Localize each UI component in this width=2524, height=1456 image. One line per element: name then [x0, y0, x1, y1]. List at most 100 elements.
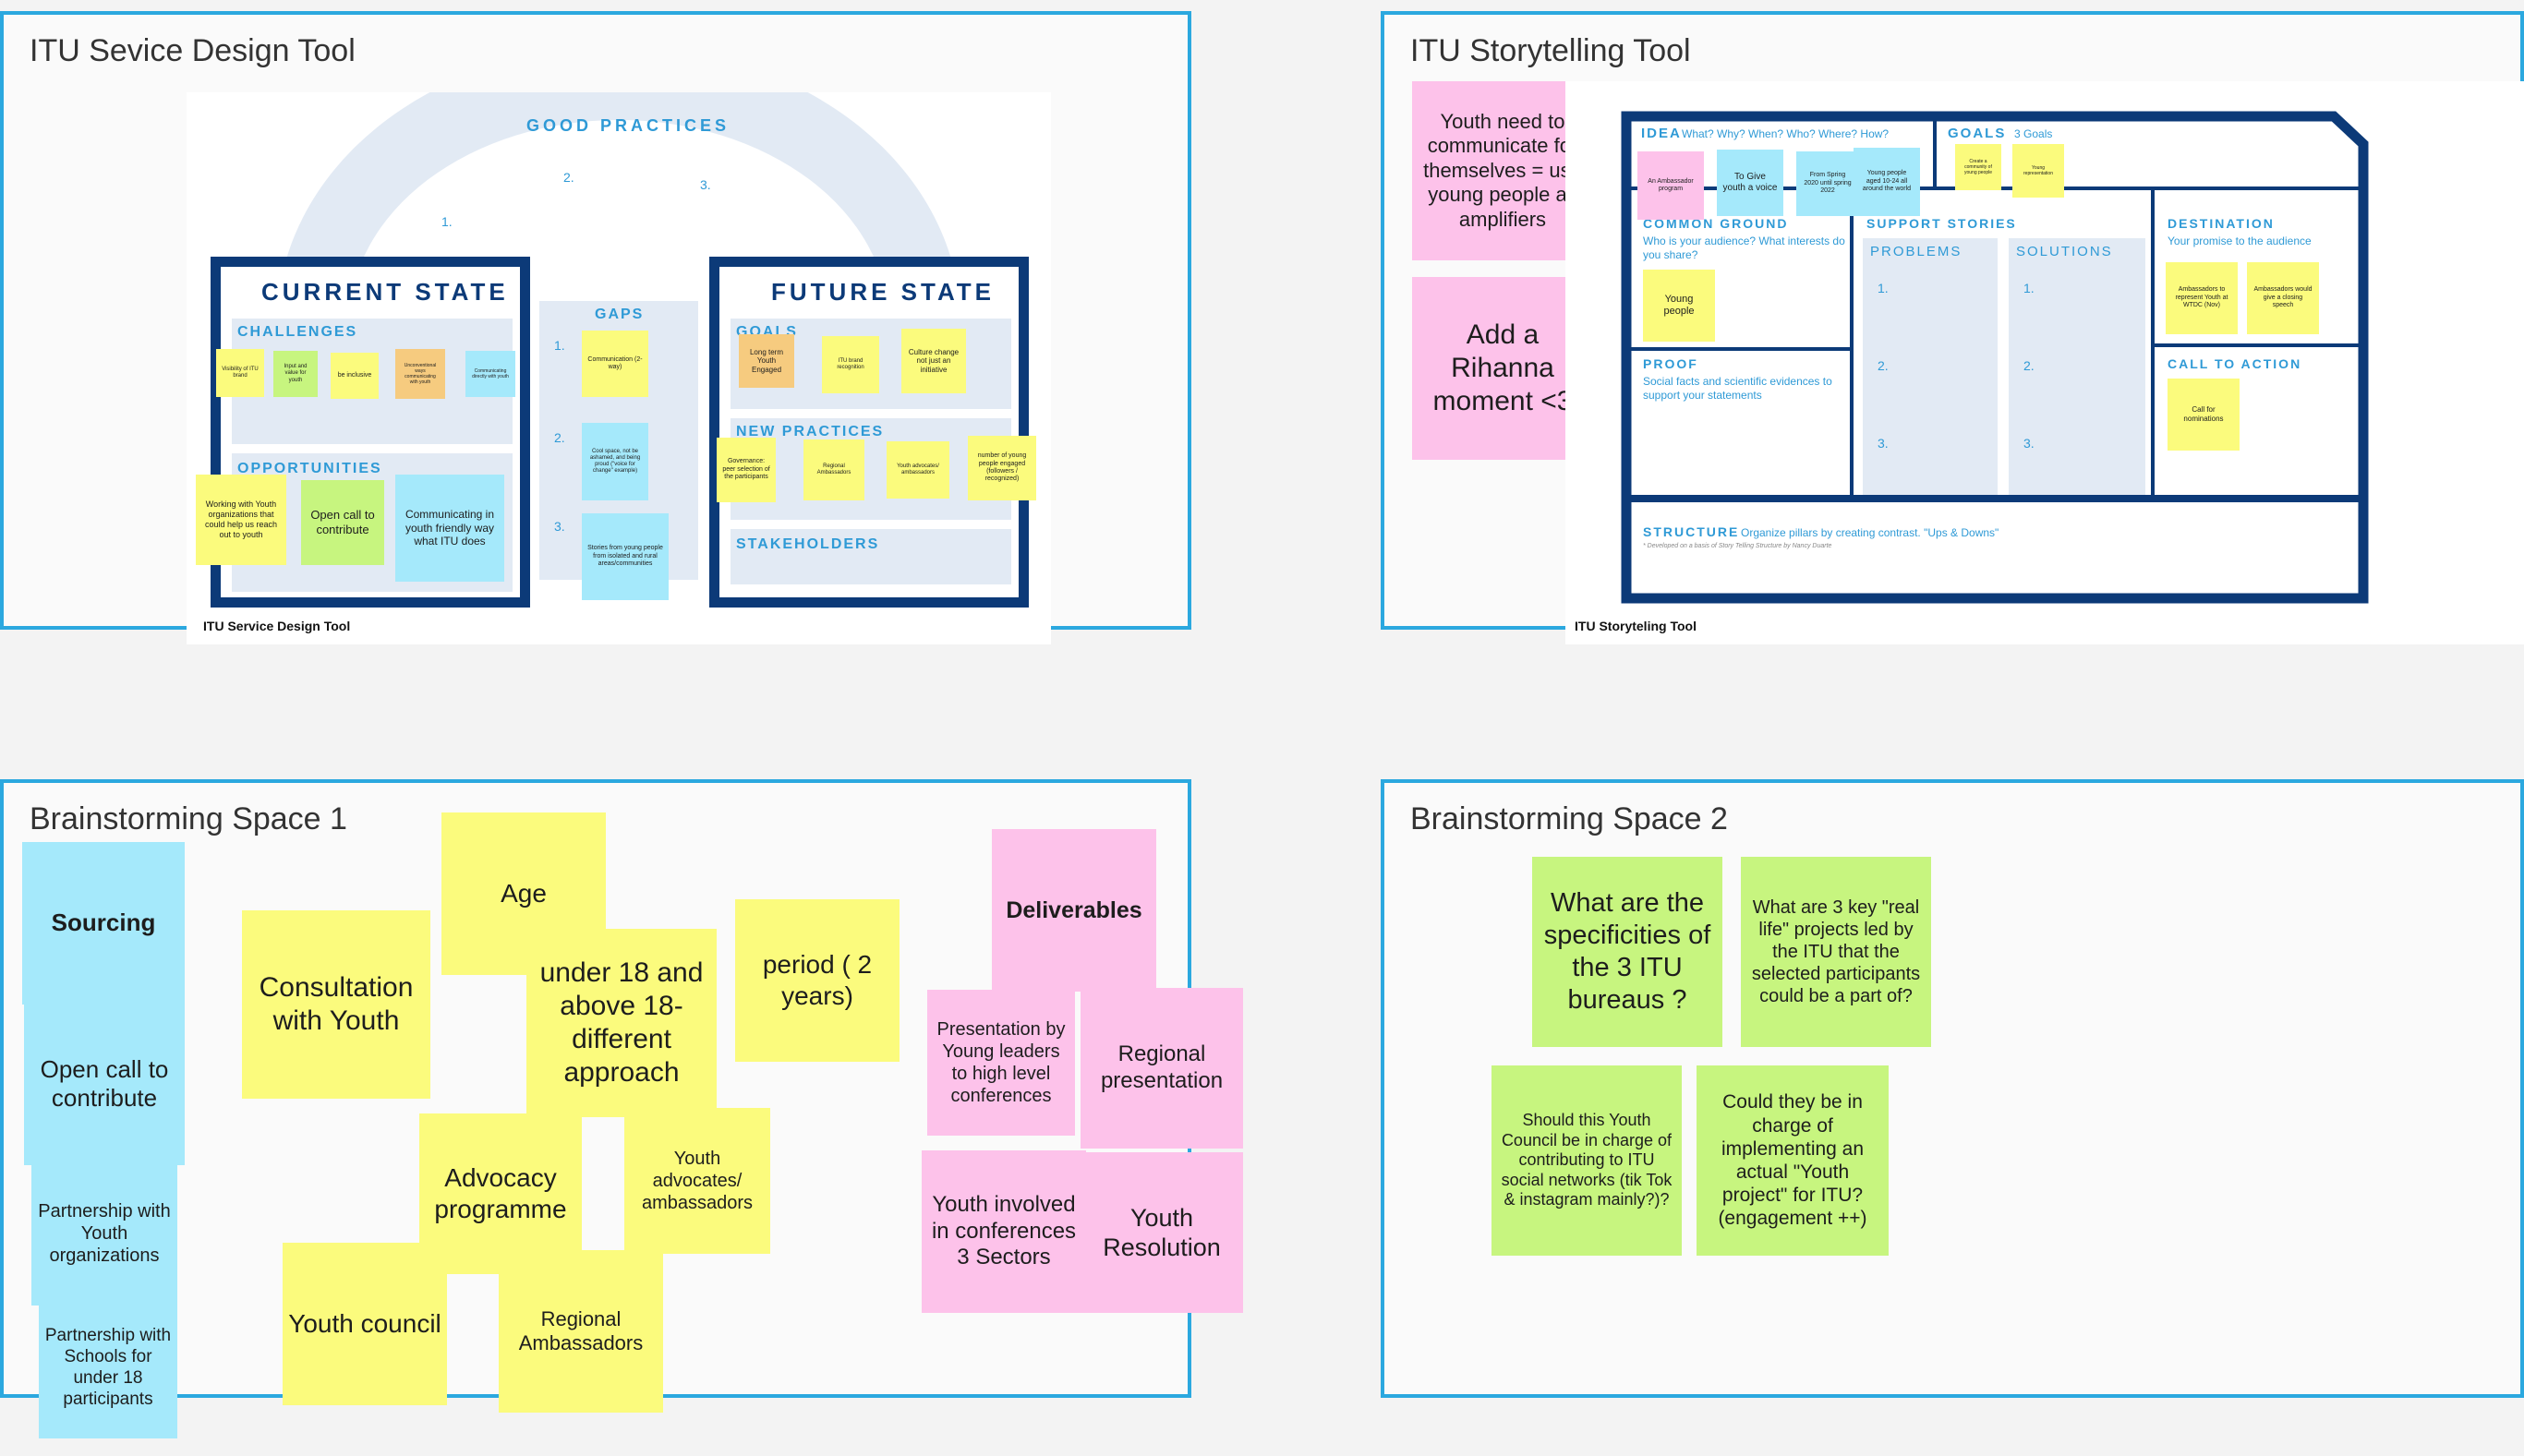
sticky-note[interactable]: Culture change not just an initiative — [901, 329, 966, 393]
frame-storytelling[interactable]: ITU Storytelling Tool Youth need to comm… — [1381, 11, 2524, 644]
gaps-label: GAPS — [595, 307, 645, 322]
solutions-label: SOLUTIONS — [2016, 244, 2113, 259]
arc-number-2: 2. — [563, 170, 574, 185]
sticky-note[interactable]: Create a community of young people — [1955, 144, 2001, 190]
sticky-note[interactable]: Open call to contribute — [24, 1003, 185, 1165]
solutions-column — [2009, 238, 2145, 495]
sticky-note[interactable]: From Spring 2020 until spring 2022 — [1796, 151, 1859, 216]
sticky-note[interactable]: Input and value for youth — [273, 351, 318, 397]
sticky-note[interactable]: Unconventional ways communicating with y… — [395, 349, 445, 399]
sticky-note[interactable]: What are 3 key "real life" projects led … — [1741, 857, 1931, 1047]
destination-label: DESTINATION — [2168, 216, 2275, 231]
gap-number-2: 2. — [554, 430, 565, 445]
sticky-note[interactable]: Youth involved in conferences 3 Sectors — [922, 1150, 1086, 1313]
sticky-note[interactable]: Young people aged 10-24 all around the w… — [1854, 148, 1920, 216]
gap-number-1: 1. — [554, 338, 565, 353]
sticky-note[interactable]: Regional Ambassadors — [803, 439, 864, 500]
call-to-action-label: CALL TO ACTION — [2168, 356, 2302, 371]
sticky-note[interactable]: Add a Rihanna moment <3 — [1412, 277, 1593, 460]
gap-number-3: 3. — [554, 519, 565, 534]
proof-subtitle: Social facts and scientific evidences to… — [1643, 375, 1832, 402]
current-state-title: CURRENT STATE — [261, 278, 509, 306]
proof-label: PROOF — [1643, 356, 1698, 371]
sticky-note[interactable]: Call for nominations — [2168, 379, 2240, 451]
arc-number-1: 1. — [441, 214, 453, 229]
good-practices-title: GOOD PRACTICES — [526, 116, 731, 135]
sticky-note[interactable]: Ambassadors would give a closing speech — [2247, 262, 2319, 334]
opportunities-label: OPPORTUNITIES — [237, 461, 382, 476]
sticky-note[interactable]: Stories from young people from isolated … — [582, 513, 669, 600]
sticky-note[interactable]: Open call to contribute — [301, 480, 384, 565]
sticky-note[interactable]: ITU brand recognition — [822, 336, 879, 393]
sticky-note[interactable]: under 18 and above 18- different approac… — [526, 929, 717, 1117]
sticky-note[interactable]: Youth Resolution — [1081, 1152, 1243, 1313]
sticky-note[interactable]: Visibility of ITU brand — [216, 349, 264, 397]
sticky-note[interactable]: Consultation with Youth — [242, 910, 430, 1099]
sticky-note[interactable]: Ambassadors to represent Youth at WTDC (… — [2166, 262, 2238, 334]
sticky-note[interactable]: What are the specificities of the 3 ITU … — [1532, 857, 1722, 1047]
sticky-note[interactable]: be inclusive — [331, 353, 379, 399]
sticky-note[interactable]: Youth advocates/ ambassadors — [624, 1108, 770, 1254]
goals-label: GOALS — [1948, 126, 2007, 141]
destination-subtitle: Your promise to the audience — [2168, 235, 2312, 247]
arc-number-3: 3. — [700, 177, 711, 192]
service-design-board[interactable]: GOOD PRACTICES 1. 2. 3. CURRENT STATE CH… — [187, 92, 1051, 644]
new-practices-label: NEW PRACTICES — [736, 424, 885, 439]
board-caption: ITU Storyteling Tool — [1575, 619, 1697, 633]
idea-label: IDEA — [1641, 126, 1682, 141]
sticky-note[interactable]: Youth council — [283, 1243, 447, 1405]
sticky-note[interactable]: Deliverables — [992, 829, 1156, 992]
sticky-note[interactable]: Sourcing — [22, 842, 185, 1005]
sticky-note[interactable]: Should this Youth Council be in charge o… — [1491, 1065, 1682, 1256]
goals-subtitle: 3 Goals — [2014, 127, 2053, 140]
sticky-note[interactable]: An Ambassador program — [1637, 151, 1704, 220]
challenges-label: CHALLENGES — [237, 324, 358, 340]
frame-title: Brainstorming Space 1 — [30, 801, 347, 836]
frame-title: ITU Storytelling Tool — [1410, 33, 1691, 68]
problem-number-3: 3. — [1878, 436, 1889, 451]
structure-label: STRUCTURE — [1643, 524, 1740, 539]
support-stories-label: SUPPORT STORIES — [1866, 216, 2017, 231]
storytelling-board[interactable]: IDEA What? Why? When? Who? Where? How? G… — [1565, 81, 2524, 644]
stakeholders-section — [731, 529, 1011, 584]
solution-number-2: 2. — [2023, 358, 2035, 373]
problem-number-1: 1. — [1878, 281, 1889, 295]
frame-brainstorm-1[interactable]: Brainstorming Space 1 Sourcing Open call… — [0, 779, 1243, 1438]
sticky-note[interactable]: Cool space, not be ashamed, and being pr… — [582, 423, 648, 500]
sticky-note[interactable]: period ( 2 years) — [735, 899, 900, 1062]
sticky-note[interactable]: Youth advocates/ ambassadors — [887, 441, 949, 499]
structure-subtitle: Organize pillars by creating contrast. "… — [1741, 526, 1999, 539]
sticky-note[interactable]: number of young people engaged (follower… — [968, 436, 1036, 500]
structure-credit: * Developed on a basis of Story Telling … — [1643, 543, 1832, 549]
sticky-note[interactable]: Regional presentation — [1081, 988, 1243, 1149]
sticky-note[interactable]: Partnership with Schools for under 18 pa… — [39, 1298, 177, 1438]
sticky-note[interactable]: Long term Youth Engaged — [739, 334, 794, 388]
future-state-panel[interactable]: FUTURE STATE GOALS NEW PRACTICES STAKEHO… — [709, 257, 1029, 608]
sticky-note[interactable]: Presentation by Young leaders to high le… — [927, 990, 1075, 1136]
frame-brainstorm-2[interactable]: Brainstorming Space 2 What are the speci… — [1381, 779, 2524, 1398]
sticky-note[interactable]: Regional Ambassadors — [499, 1250, 663, 1413]
sticky-note[interactable]: Young representation — [2012, 144, 2064, 198]
sticky-note[interactable]: Communication (2-way) — [582, 331, 648, 397]
problems-label: PROBLEMS — [1870, 244, 1962, 259]
sticky-note[interactable]: Partnership with Youth organizations — [31, 1161, 177, 1306]
sticky-note[interactable]: Working with Youth organizations that co… — [196, 475, 286, 565]
sticky-note[interactable]: Young people — [1643, 270, 1715, 342]
frame-title: Brainstorming Space 2 — [1410, 801, 1728, 836]
frame-service-design[interactable]: ITU Sevice Design Tool GOOD PRACTICES 1.… — [0, 11, 1191, 644]
solution-number-3: 3. — [2023, 436, 2035, 451]
sticky-note[interactable]: Communicating in youth friendly way what… — [395, 475, 504, 582]
sticky-note[interactable]: Youth need to communicate for themselves… — [1412, 81, 1593, 260]
solution-number-1: 1. — [2023, 281, 2035, 295]
new-practices-section — [731, 418, 1011, 520]
sticky-note[interactable]: Communicating directly with youth — [465, 351, 515, 397]
sticky-note[interactable]: Governance: peer selection of the partic… — [717, 438, 776, 502]
common-ground-label: COMMON GROUND — [1643, 216, 1789, 231]
sticky-note[interactable]: Could they be in charge of implementing … — [1697, 1065, 1889, 1256]
board-caption: ITU Service Design Tool — [203, 619, 351, 633]
common-ground-subtitle: Who is your audience? What interests do … — [1643, 235, 1845, 261]
frame-title: ITU Sevice Design Tool — [30, 33, 356, 68]
sticky-note[interactable]: To Give youth a voice — [1717, 150, 1783, 216]
idea-subtitle: What? Why? When? Who? Where? How? — [1682, 127, 1890, 140]
problems-column — [1863, 238, 1998, 495]
